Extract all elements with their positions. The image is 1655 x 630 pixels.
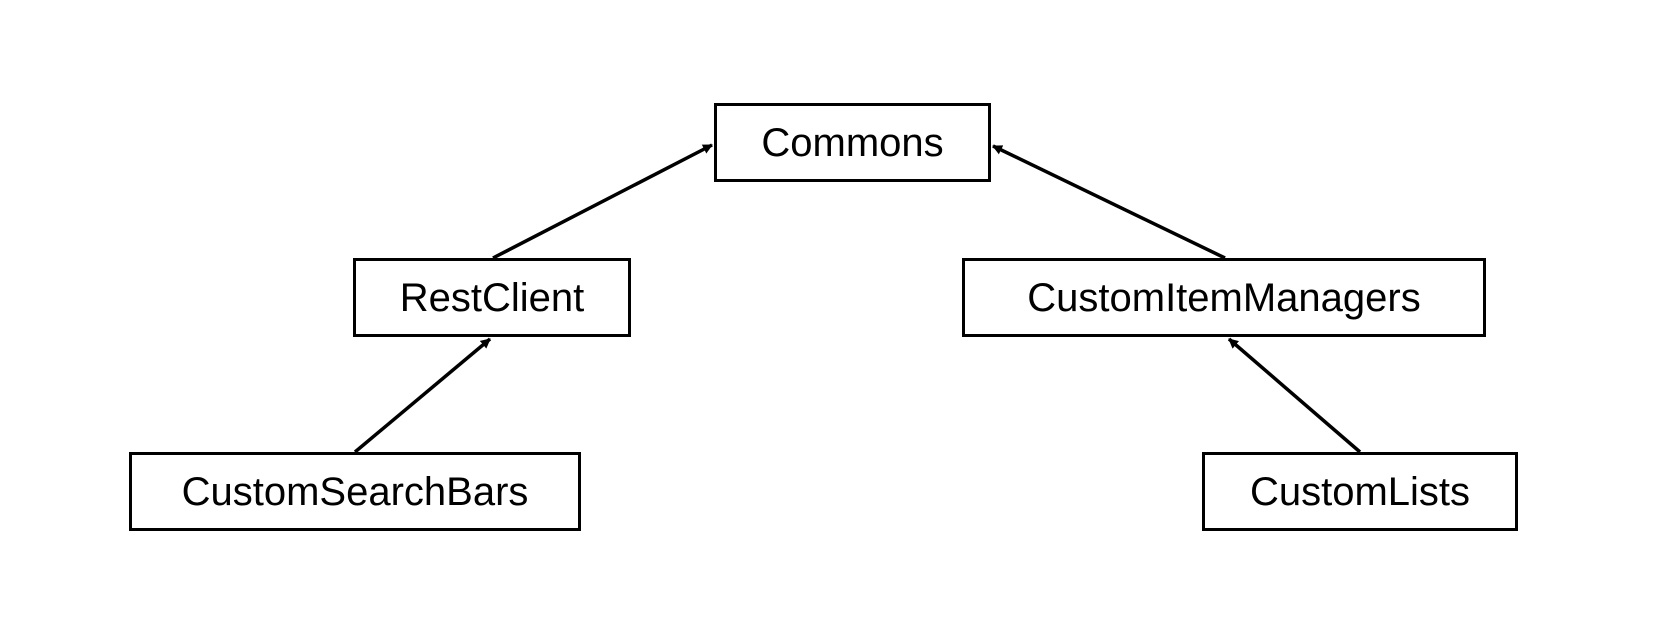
node-customsearchbars: CustomSearchBars bbox=[129, 452, 581, 531]
node-customlists: CustomLists bbox=[1202, 452, 1518, 531]
edge-customitemmanagers-to-commons bbox=[992, 144, 1226, 260]
node-commons-label: Commons bbox=[761, 120, 944, 165]
node-customitemmanagers-label: CustomItemManagers bbox=[1027, 275, 1421, 320]
node-restclient: RestClient bbox=[353, 258, 631, 337]
node-customlists-label: CustomLists bbox=[1249, 469, 1471, 514]
edge-customlists-to-customitemmanagers bbox=[1227, 337, 1362, 454]
node-commons: Commons bbox=[714, 103, 991, 182]
node-customsearchbars-label: CustomSearchBars bbox=[181, 469, 529, 514]
edge-customsearchbars-to-restclient bbox=[353, 337, 492, 454]
node-customitemmanagers: CustomItemManagers bbox=[962, 258, 1486, 337]
node-restclient-label: RestClient bbox=[399, 275, 585, 320]
edge-restclient-to-commons bbox=[492, 143, 713, 260]
